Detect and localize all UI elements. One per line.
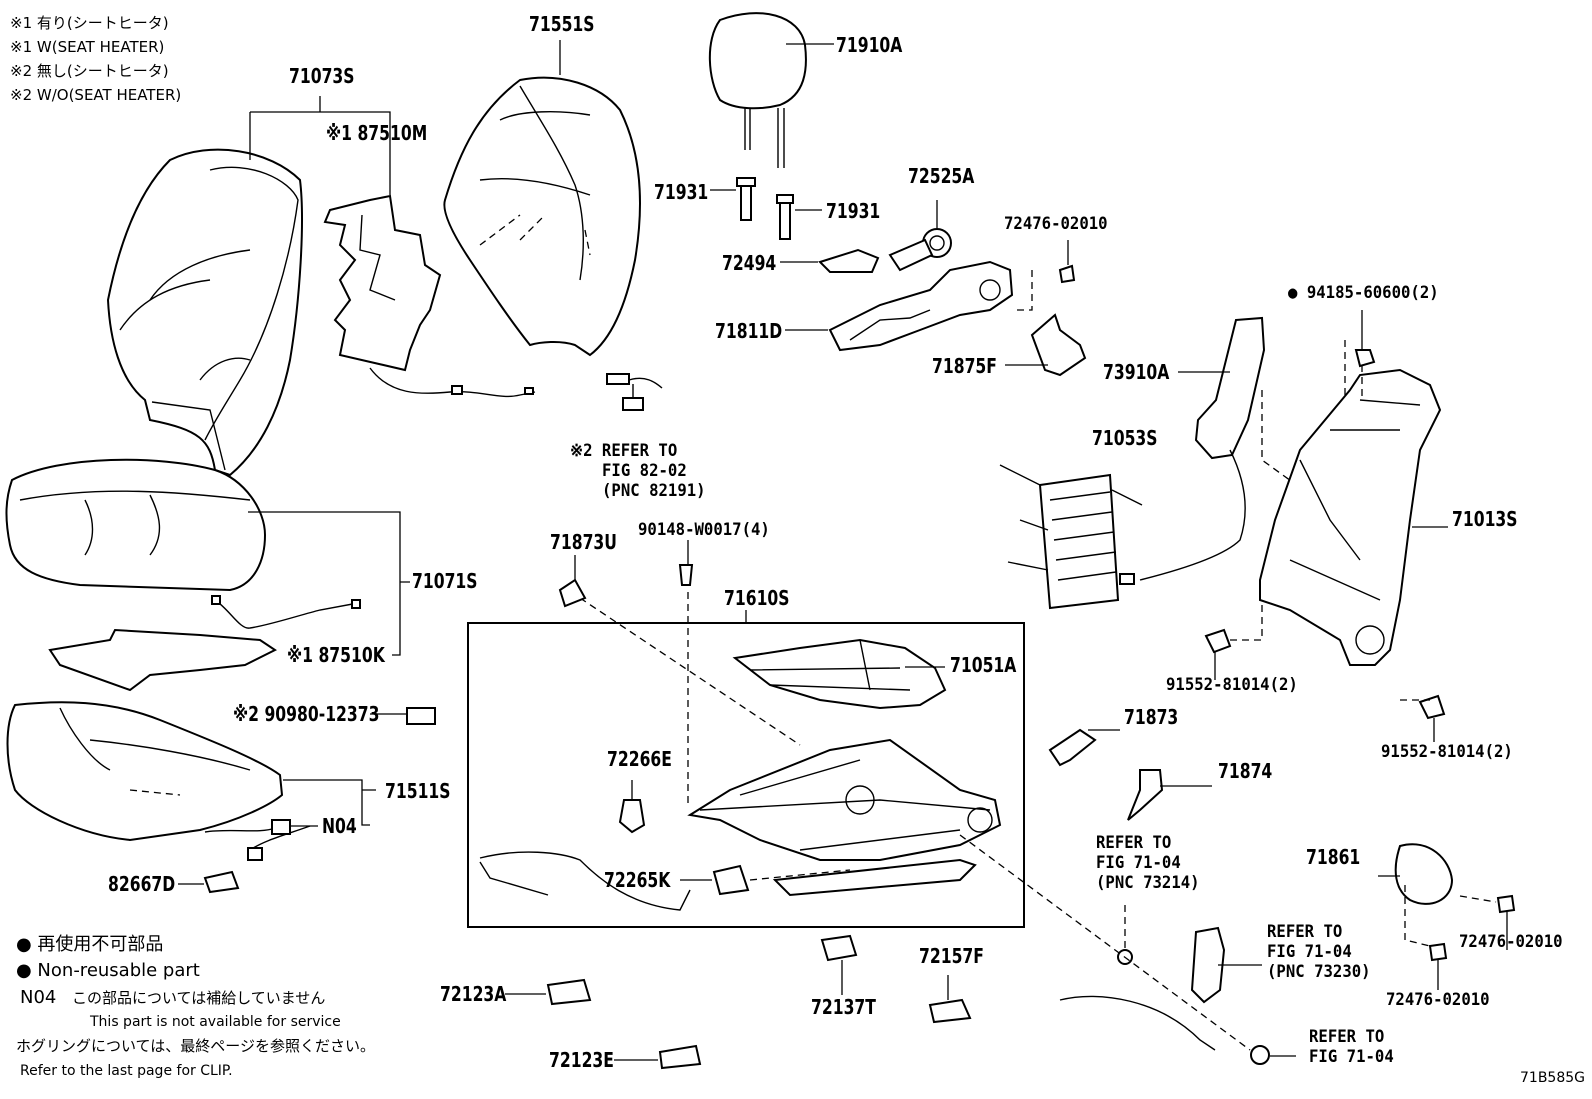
part-label-71861: 71861 (1306, 845, 1361, 869)
part-label-71875F: 71875F (932, 354, 997, 378)
ref-73214-line1: REFER TO (1096, 833, 1172, 853)
ref-7104-line1: REFER TO (1309, 1027, 1385, 1047)
part-label-87510K: ※1 87510K (287, 643, 385, 667)
part-label-72494: 72494 (722, 251, 777, 275)
part-label-72265K: 72265K (604, 868, 671, 892)
heater-87510K (48, 595, 361, 692)
seat-adjuster-71610S (479, 638, 1002, 911)
guide-71931 (736, 177, 794, 240)
footer-bullet-en: ● Non-reusable part (16, 960, 200, 981)
part-label-71013S: 71013S (1452, 507, 1518, 531)
part-label-72266E: 72266E (607, 747, 672, 771)
cushion-cover-71071S (5, 458, 267, 592)
ref-73230-line1: REFER TO (1267, 922, 1343, 942)
part-label-72137T: 72137T (811, 995, 876, 1019)
ref-73230-line2: FIG 71-04 (1267, 942, 1352, 962)
seatback-cover-71073S (106, 148, 303, 477)
ref-73214-line3: (PNC 73214) (1096, 873, 1200, 893)
part-label-71073S: 71073S (289, 64, 355, 88)
ref-73230-line3: (PNC 73230) (1267, 962, 1371, 982)
part-label-72476-02010-a: 72476-02010 (1004, 214, 1108, 234)
ref-73214-line2: FIG 71-04 (1096, 853, 1181, 873)
part-label-91552-81014-a: 91552-81014(2) (1166, 675, 1298, 695)
headrest-71910A (708, 12, 807, 168)
legend-line-4: ※2 W/O(SEAT HEATER) (10, 86, 182, 104)
ref-82191-line3: (PNC 82191) (602, 481, 706, 501)
footer-n04-jp: この部品については補給していません (72, 989, 326, 1007)
legend-line-2: ※1 W(SEAT HEATER) (10, 38, 165, 56)
part-label-71610S: 71610S (724, 586, 790, 610)
side-airbag-73910A (1119, 316, 1266, 585)
part-label-71931-b: 71931 (826, 199, 881, 223)
part-label-71551S: 71551S (529, 12, 595, 36)
part-label-73910A: 73910A (1103, 360, 1170, 384)
part-label-71071S: 71071S (412, 569, 478, 593)
part-label-72123A: 72123A (440, 982, 507, 1006)
part-label-72476-02010-c: 72476-02010 (1386, 990, 1490, 1010)
heater-87510M (323, 194, 536, 398)
ref-82191-line2: FIG 82-02 (602, 461, 687, 481)
part-label-71051A: 71051A (950, 653, 1017, 677)
part-label-72157F: 72157F (919, 944, 984, 968)
part-label-71873U: 71873U (550, 530, 617, 554)
cushion-pad-71511S (6, 701, 284, 842)
part-label-72525A: 72525A (908, 164, 975, 188)
legend-line-3: ※2 無し(シートヒータ) (10, 62, 169, 80)
footer-clip-jp: ホグリングについては、最終ページを参照ください。 (16, 1037, 375, 1055)
part-label-71873: 71873 (1124, 705, 1179, 729)
figure-id: 71B585G (1520, 1070, 1585, 1086)
part-label-71811D: 71811D (715, 319, 783, 343)
recliner-cover-parts (818, 228, 1087, 377)
seat-frame-71013S (1259, 368, 1442, 666)
part-label-71053S: 71053S (1092, 426, 1158, 450)
seatback-pad-71551S (443, 76, 641, 357)
part-label-91552-81014-b: 91552-81014(2) (1381, 742, 1513, 762)
connector-82191 (606, 373, 663, 411)
part-label-71874: 71874 (1218, 759, 1273, 783)
spring-71053S (999, 464, 1143, 610)
footer-clip-en: Refer to the last page for CLIP. (20, 1063, 233, 1079)
part-label-94185-60600: ● 94185-60600(2) (1288, 283, 1439, 303)
footer-bullet-jp: ● 再使用不可部品 (16, 934, 164, 955)
part-label-90148-W0017: 90148-W0017(4) (638, 520, 770, 540)
part-label-87510M: ※1 87510M (326, 121, 428, 145)
part-label-90980-12373: ※2 90980-12373 (233, 702, 380, 726)
part-label-71910A: 71910A (836, 33, 903, 57)
ref-82191-line1: ※2 REFER TO (570, 441, 678, 461)
part-label-72123E: 72123E (549, 1048, 614, 1072)
ref-7104-line2: FIG 71-04 (1309, 1047, 1394, 1067)
part-label-N04: N04 (322, 814, 357, 838)
footer-n04-en: This part is not available for service (90, 1014, 341, 1030)
seat-belt-buckle (1059, 926, 1270, 1065)
part-label-72476-02010-b: 72476-02010 (1459, 932, 1563, 952)
legend-line-1: ※1 有り(シートヒータ) (10, 14, 169, 32)
part-label-71511S: 71511S (385, 779, 451, 803)
part-label-71931-a: 71931 (654, 180, 709, 204)
footer-n04-code: N04 (20, 987, 57, 1008)
part-label-82667D: 82667D (108, 872, 176, 896)
